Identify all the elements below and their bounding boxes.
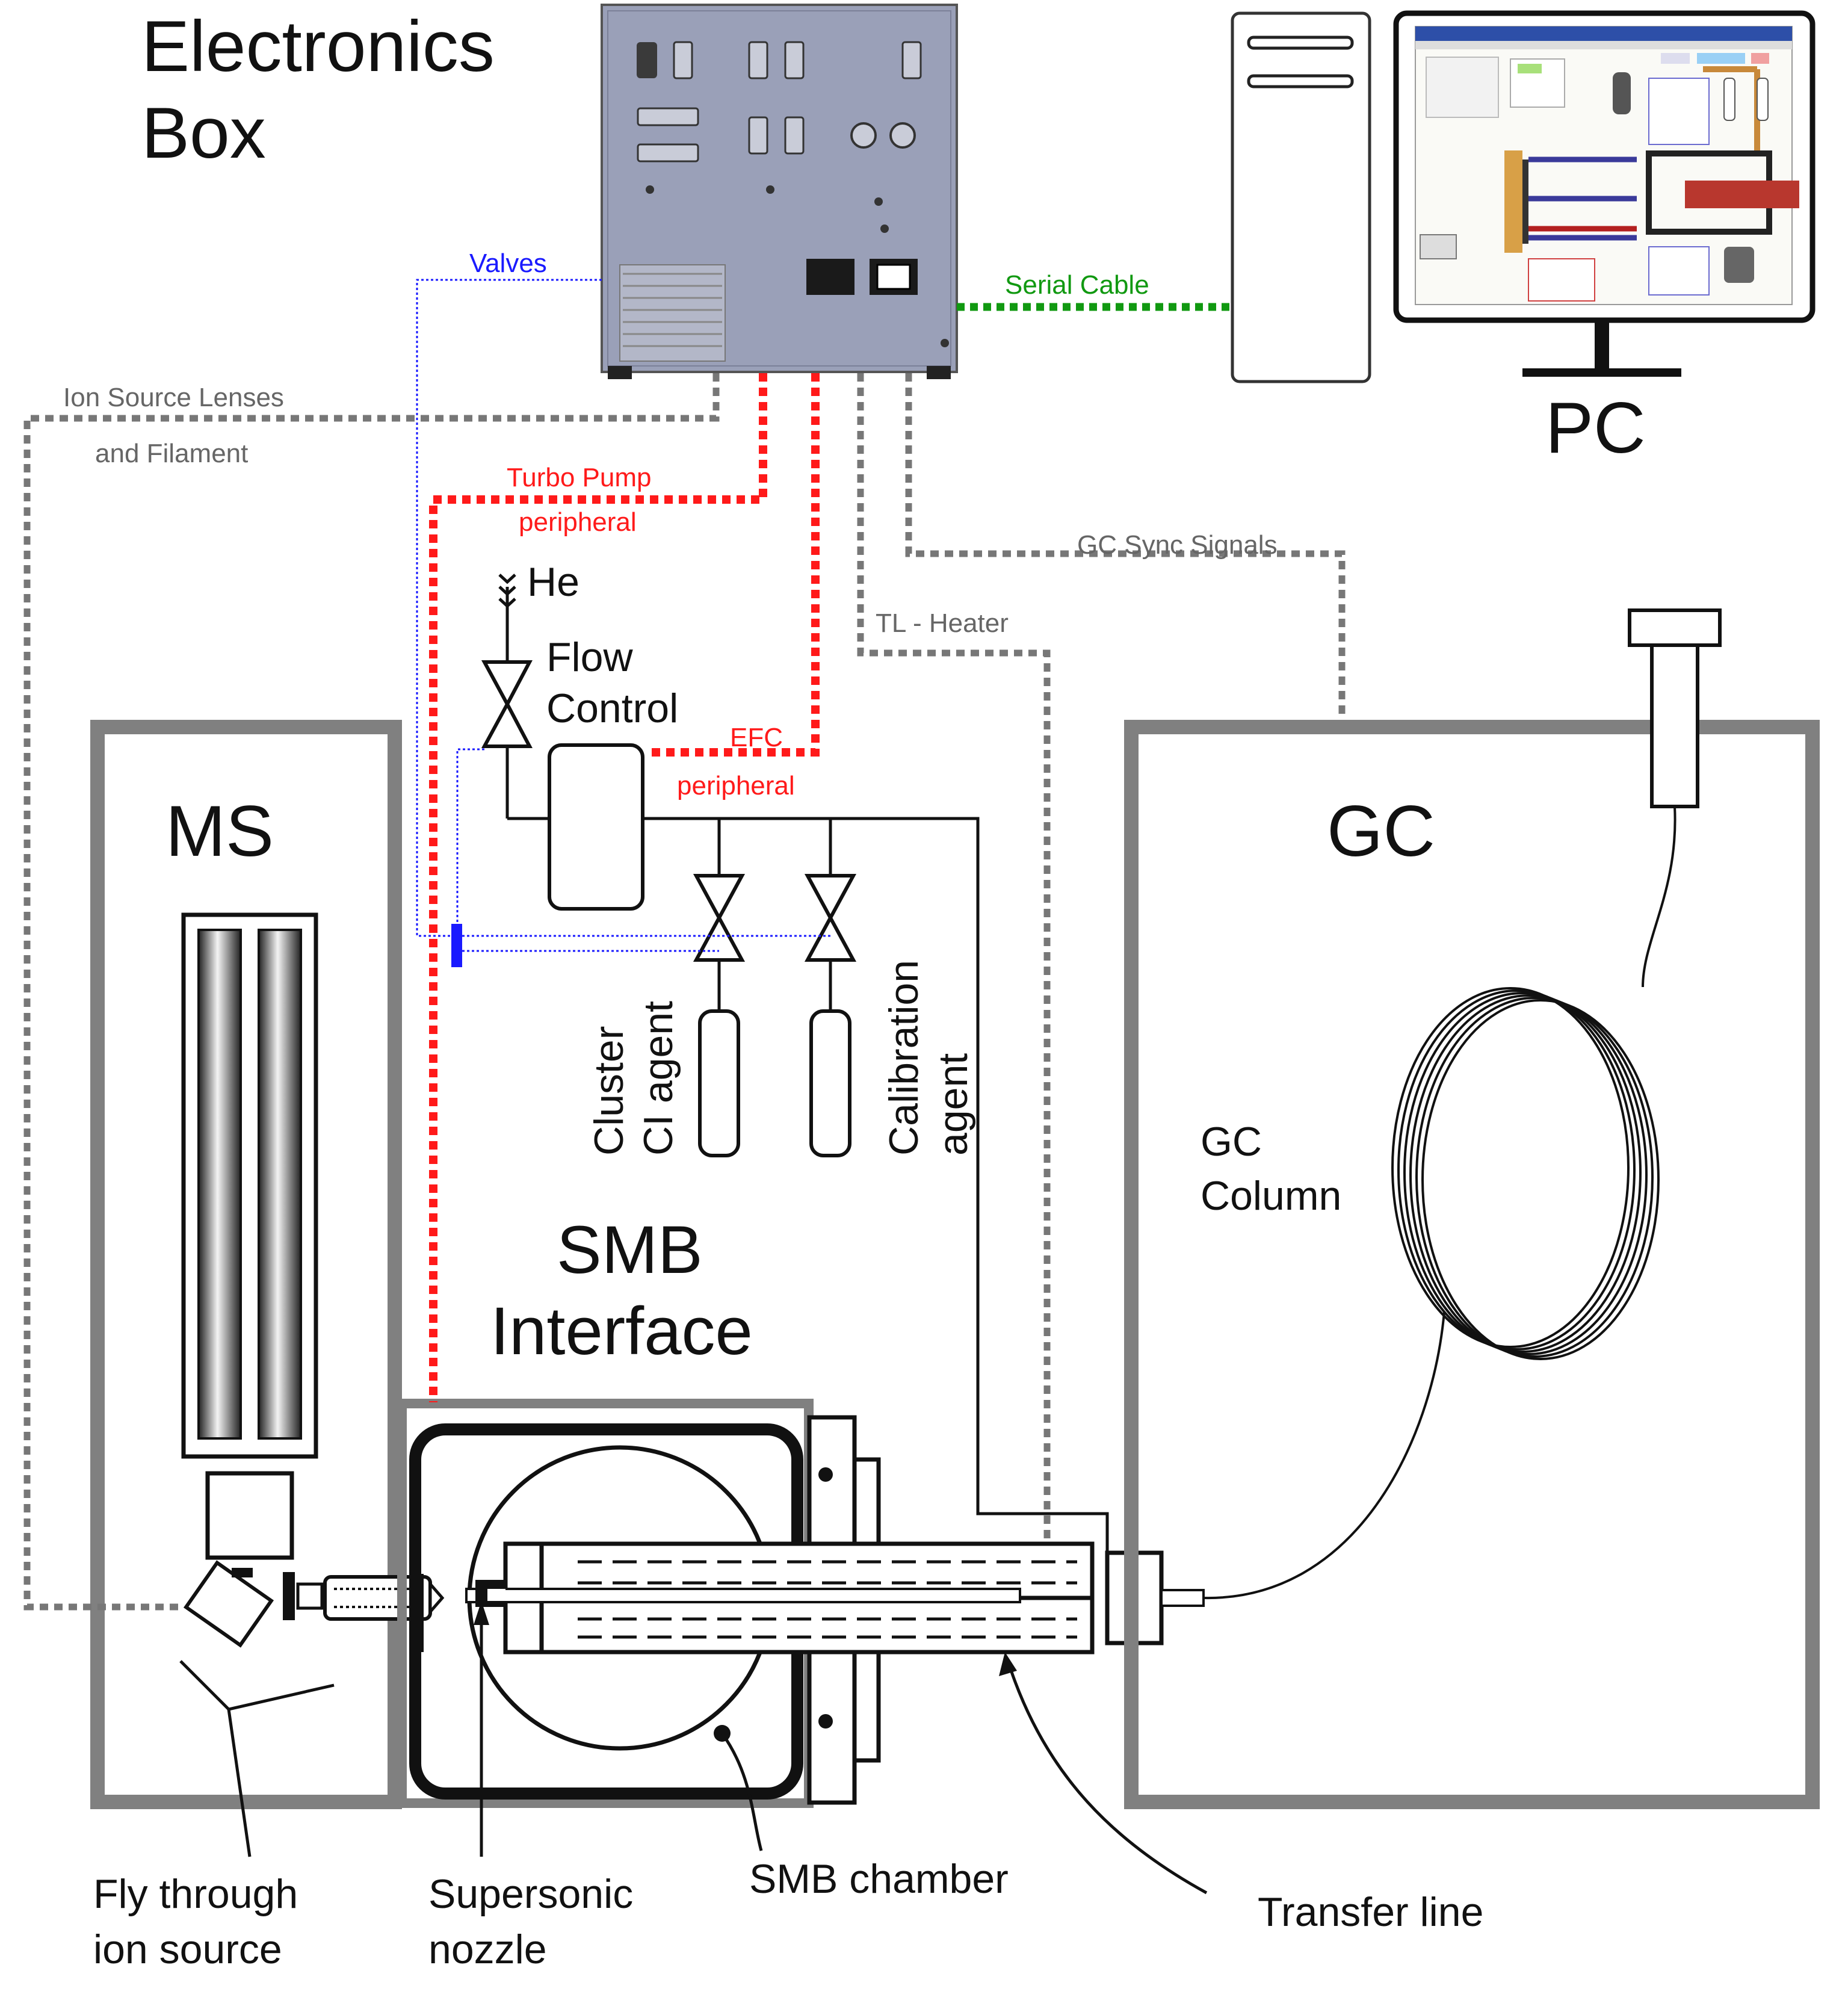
nozzle-arrow [474,1601,489,1625]
gc-label: GC [1327,791,1435,871]
valves-label: Valves [469,249,547,278]
ms-enclosure [90,720,445,1809]
transfer-line-arrow [999,1652,1017,1676]
calibration-label-line1: Calibration [881,960,927,1156]
flow-control-label-line2: Control [546,686,678,731]
tl-heater-label: TL - Heater [876,608,1009,638]
he-label: He [527,559,579,605]
cluster-ci-label: Cluster CI agent [586,1001,681,1156]
turbo-pump-label-line1: Turbo Pump [507,463,651,492]
valve-icon [693,874,746,962]
pc-label: PC [1545,388,1646,468]
serial-cable-label: Serial Cable [1005,270,1149,300]
fly-through-label-line2: ion source [93,1927,282,1972]
gc-sync-label: GC Sync Signals [1077,530,1278,560]
monitor-icon [1393,10,1816,377]
valve-control-lines [416,279,830,952]
signal-lines [23,373,1346,1611]
smb-interface-box [397,1399,1205,1808]
calibration-label-line2: agent [930,1053,976,1156]
gc-column-label-line2: Column [1201,1173,1341,1219]
pc-tower-icon [1231,11,1371,383]
supersonic-nozzle-label-line2: nozzle [428,1927,547,1972]
electronics-box-label: Electronics Box [141,6,495,173]
efc-label-line1: EFC [730,723,783,752]
efc-label-line2: peripheral [677,771,795,800]
valve-icon [804,874,857,962]
ion-source-lenses-label-line1: Ion Source Lenses [63,383,284,412]
valve-junction [451,924,462,967]
flow-control-label-line1: Flow [546,634,633,680]
supersonic-nozzle-label-line1: Supersonic [428,1871,633,1917]
smb-chamber-label: SMB chamber [749,1856,1009,1902]
cluster-ci-label-line2: CI agent [635,1001,681,1156]
fly-through-label-line1: Fly through [93,1871,298,1917]
gc-oven [1124,608,1820,1809]
ms-label: MS [165,791,274,871]
injector-icon [1628,608,1722,808]
smb-interface-label-line2: Interface [490,1293,753,1369]
electronics-box-icon [601,4,958,379]
calibration-label: Calibration agent [881,960,976,1156]
gas-cylinder-icon [698,1009,740,1157]
smb-interface-label-line1: SMB [557,1212,703,1287]
quadrupole-rods-icon [181,912,318,1459]
electronics-box-label-line2: Box [141,93,266,173]
efc-box [548,743,644,911]
pointer-lines [227,1625,1208,1895]
gas-cylinder-icon [809,1009,851,1157]
valve-icon [481,660,533,748]
gc-column-coil-icon [1203,806,1676,1600]
gc-column-label-line1: GC [1201,1119,1262,1165]
transfer-line-label: Transfer line [1258,1889,1483,1935]
electronics-box-label-line1: Electronics [141,6,495,87]
cluster-ci-label-line1: Cluster [586,1026,632,1156]
turbo-pump-label-line2: peripheral [519,507,637,537]
ion-source-lenses-label-line2: and Filament [95,439,248,468]
peripheral-lines [429,373,820,1402]
